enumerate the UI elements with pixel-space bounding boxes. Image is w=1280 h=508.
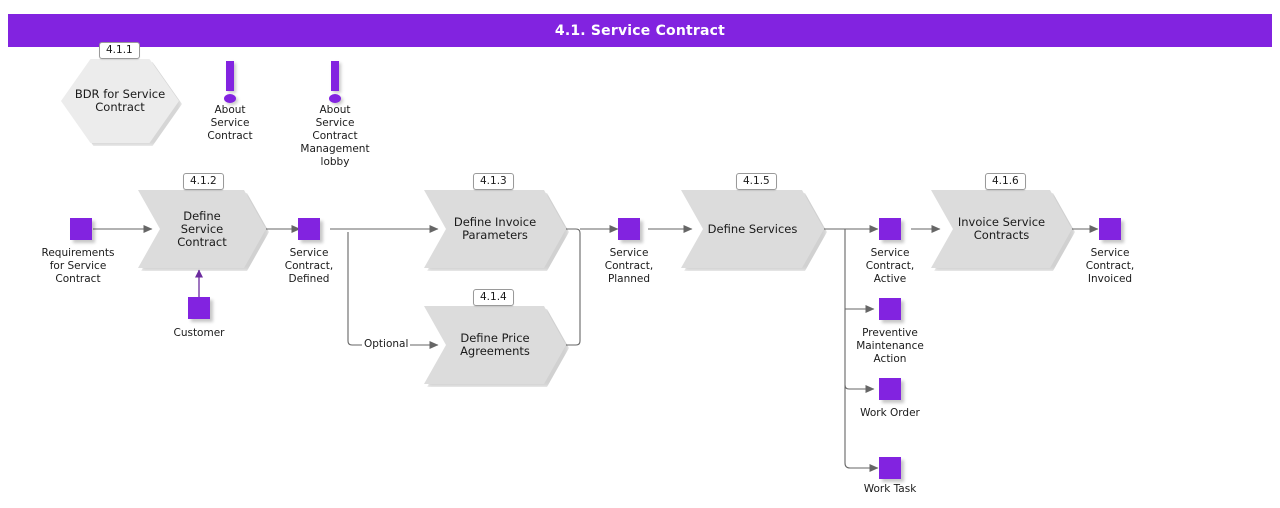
- process-label: Define Invoice Parameters: [453, 215, 537, 242]
- edge-label-optional: Optional: [362, 338, 411, 350]
- data-object-preventive-maintenance-action[interactable]: [879, 298, 901, 320]
- page-title: 4.1. Service Contract: [554, 22, 726, 39]
- data-object-customer[interactable]: [188, 297, 210, 319]
- data-object-service-contract-active[interactable]: [879, 218, 901, 240]
- data-object-label: Requirements for Service Contract: [41, 247, 115, 285]
- data-object-label: Customer: [173, 327, 225, 339]
- process-label: Define Service Contract: [177, 208, 227, 249]
- tag-4-1-3[interactable]: 4.1.3: [473, 173, 514, 190]
- tag-4-1-5[interactable]: 4.1.5: [736, 173, 777, 190]
- data-object-label: Preventive Maintenance Action: [856, 327, 924, 365]
- hexagon-bdr-service-contract[interactable]: BDR for Service Contract: [61, 59, 179, 143]
- data-object-label: Service Contract, Planned: [604, 247, 654, 285]
- tag-4-1-6[interactable]: 4.1.6: [985, 173, 1026, 190]
- process-label: Invoice Service Contracts: [957, 215, 1046, 242]
- process-label: Define Price Agreements: [460, 331, 530, 358]
- info-note-label-2: About Service Contract Management lobby: [300, 104, 370, 168]
- data-object-service-contract-defined[interactable]: [298, 218, 320, 240]
- process-define-services[interactable]: Define Services: [681, 190, 824, 268]
- info-note-label-1: About Service Contract: [207, 104, 253, 142]
- page-header: 4.1. Service Contract: [8, 14, 1272, 47]
- tag-4-1-1[interactable]: 4.1.1: [99, 42, 140, 59]
- hexagon-label: BDR for Service Contract: [74, 87, 166, 114]
- data-object-requirements[interactable]: [70, 218, 92, 240]
- process-define-price-agreements[interactable]: Define Price Agreements: [424, 306, 566, 384]
- data-object-label: Work Order: [860, 407, 920, 419]
- process-invoice-service-contracts[interactable]: Invoice Service Contracts: [931, 190, 1072, 268]
- tag-4-1-2[interactable]: 4.1.2: [183, 173, 224, 190]
- data-object-service-contract-invoiced[interactable]: [1099, 218, 1121, 240]
- process-define-service-contract[interactable]: Define Service Contract: [138, 190, 266, 268]
- exclamation-icon: [331, 61, 339, 91]
- process-label: Define Services: [707, 221, 798, 236]
- process-define-invoice-parameters[interactable]: Define Invoice Parameters: [424, 190, 566, 268]
- data-object-label: Service Contract, Invoiced: [1085, 247, 1135, 285]
- exclamation-dot-icon: [329, 94, 341, 103]
- data-object-service-contract-planned[interactable]: [618, 218, 640, 240]
- exclamation-dot-icon: [224, 94, 236, 103]
- data-object-work-task[interactable]: [879, 457, 901, 479]
- edge-defined-to-p414-optional: [347, 232, 439, 349]
- edge-bus-to-workorder: [844, 384, 875, 393]
- data-object-work-order[interactable]: [879, 378, 901, 400]
- data-object-label: Work Task: [863, 483, 917, 495]
- edge-merge-p413-p414: [566, 228, 581, 346]
- exclamation-icon: [226, 61, 234, 91]
- data-object-label: Service Contract, Defined: [284, 247, 334, 285]
- data-object-label: Service Contract, Active: [865, 247, 915, 285]
- tag-4-1-4[interactable]: 4.1.4: [473, 289, 514, 306]
